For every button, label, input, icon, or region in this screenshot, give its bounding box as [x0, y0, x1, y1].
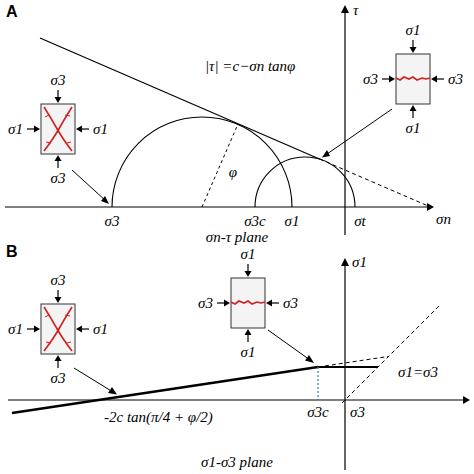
panel-b: [8, 258, 470, 470]
axis-label: σ3: [51, 170, 66, 187]
axis-label: σ1: [93, 321, 108, 338]
axis-label: σ3: [448, 71, 463, 88]
axis-label: σ1: [93, 121, 108, 138]
axis-label: σ3c: [244, 213, 266, 230]
axis-label: σ1: [406, 120, 421, 137]
axis-label: σn: [436, 211, 451, 228]
axis-label: σ1-σ3 plane: [201, 454, 273, 471]
axis-label: σ3c: [307, 404, 329, 421]
axis-label: σ1: [8, 321, 23, 338]
axis-label: σ1: [241, 246, 256, 263]
axis-label: σ1=σ3: [398, 364, 438, 381]
axis-label: σ1: [352, 254, 367, 271]
panel-letter: B: [6, 243, 18, 261]
axis-label: σ3: [51, 72, 66, 89]
axis-label: σ3: [283, 295, 298, 312]
axis-label: σ3: [51, 370, 66, 387]
axis-label: σn-τ plane: [206, 229, 268, 246]
axis-label: -2c tan(π/4 + φ/2): [104, 409, 213, 426]
axis-label: σ1: [241, 344, 256, 361]
axis-label: σ3: [350, 404, 365, 421]
axis-label: σ3: [198, 295, 213, 312]
panel-a: [5, 5, 444, 235]
axis-label: σ3: [105, 213, 120, 230]
axis-label: φ: [229, 164, 237, 181]
panel-letter: A: [6, 3, 18, 21]
axis-label: σ3: [51, 272, 66, 289]
axis-label: σ1: [8, 121, 23, 138]
axis-label: σt: [354, 213, 366, 230]
axis-label: σ3: [363, 71, 378, 88]
axis-label: τ: [353, 2, 358, 19]
axis-label: σ1: [406, 22, 421, 39]
axis-label: σ1: [285, 213, 300, 230]
axis-label: |τ| =c−σn tanφ: [205, 58, 295, 75]
